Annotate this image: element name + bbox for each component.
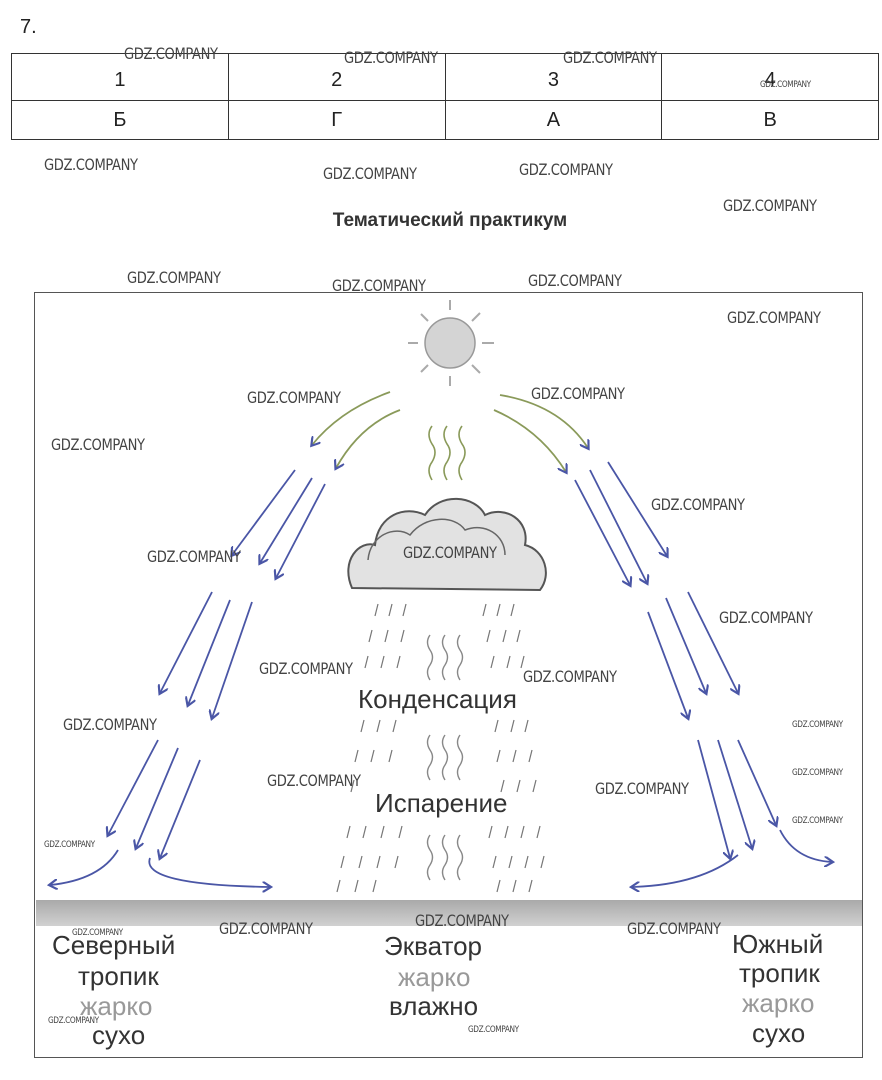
south-tropic-line4: сухо (752, 1018, 806, 1048)
watermark: GDZ.COMPANY (247, 388, 341, 407)
watermark: GDZ.COMPANY (531, 384, 625, 403)
watermark: GDZ.COMPANY (651, 495, 745, 514)
watermark: GDZ.COMPANY (468, 1025, 519, 1035)
watermark: GDZ.COMPANY (727, 308, 821, 327)
watermark: GDZ.COMPANY (563, 48, 657, 67)
header-cell: 3 (444, 53, 663, 101)
watermark: GDZ.COMPANY (523, 667, 617, 686)
north-tropic-line3: жарко (80, 991, 153, 1021)
equator-line1: Экватор (384, 931, 483, 961)
watermark: GDZ.COMPANY (63, 715, 157, 734)
section-subtitle: Тематический практикум (332, 210, 568, 231)
condensation-label: Конденсация (358, 684, 517, 714)
answer-cell: А (444, 100, 663, 140)
north-tropic-line4: сухо (92, 1020, 146, 1050)
watermark: GDZ.COMPANY (332, 276, 426, 295)
watermark: GDZ.COMPANY (323, 164, 417, 183)
watermark: GDZ.COMPANY (723, 196, 817, 215)
north-tropic-line2: тропик (78, 961, 159, 991)
watermark: GDZ.COMPANY (792, 720, 843, 730)
south-tropic-line3: жарко (742, 988, 815, 1018)
watermark: GDZ.COMPANY (519, 160, 613, 179)
watermark: GDZ.COMPANY (344, 48, 438, 67)
right-descending-arrows (493, 394, 832, 887)
cloud-icon (347, 497, 547, 592)
south-tropic-line2: тропик (739, 958, 820, 988)
watermark: GDZ.COMPANY (627, 919, 721, 938)
equator-line3: влажно (389, 991, 479, 1021)
watermark: GDZ.COMPANY (719, 608, 813, 627)
watermark: GDZ.COMPANY (147, 547, 241, 566)
answer-table: 1 2 3 4 Б Г А В (11, 53, 879, 140)
north-tropic-line1: Северный (52, 930, 176, 960)
watermark: GDZ.COMPANY (792, 816, 843, 826)
rising-air-waves (428, 425, 466, 481)
watermark: GDZ.COMPANY (595, 779, 689, 798)
evaporation-label: Испарение (375, 788, 508, 818)
watermark: GDZ.COMPANY (124, 44, 218, 63)
watermark: GDZ.COMPANY (127, 268, 221, 287)
watermark: GDZ.COMPANY (792, 768, 843, 778)
sun-icon (408, 300, 494, 386)
header-cell: 1 (11, 53, 229, 101)
watermark: GDZ.COMPANY (415, 911, 509, 930)
left-descending-arrows (50, 391, 401, 887)
ground-strip (36, 900, 862, 926)
watermark: GDZ.COMPANY (219, 919, 313, 938)
equator-line2: жарко (398, 962, 471, 992)
watermark: GDZ.COMPANY (528, 271, 622, 290)
rain-lines (336, 603, 545, 893)
evaporation-waves (426, 634, 464, 881)
watermark: GDZ.COMPANY (48, 1016, 99, 1026)
header-cell: 2 (227, 53, 446, 101)
south-tropic-line1: Южный (732, 929, 824, 959)
task-number: 7. (20, 16, 37, 38)
watermark: GDZ.COMPANY (259, 659, 353, 678)
watermark: GDZ.COMPANY (44, 840, 95, 850)
watermark: GDZ.COMPANY (44, 155, 138, 174)
answer-cell: Б (11, 100, 229, 140)
answer-cell: В (661, 100, 879, 140)
watermark: GDZ.COMPANY (51, 435, 145, 454)
watermark: GDZ.COMPANY (72, 928, 123, 938)
diagram-frame (34, 292, 863, 1058)
watermark: GDZ.COMPANY (760, 80, 811, 90)
watermark: GDZ.COMPANY (403, 543, 497, 562)
answer-cell: Г (227, 100, 446, 140)
watermark: GDZ.COMPANY (267, 771, 361, 790)
